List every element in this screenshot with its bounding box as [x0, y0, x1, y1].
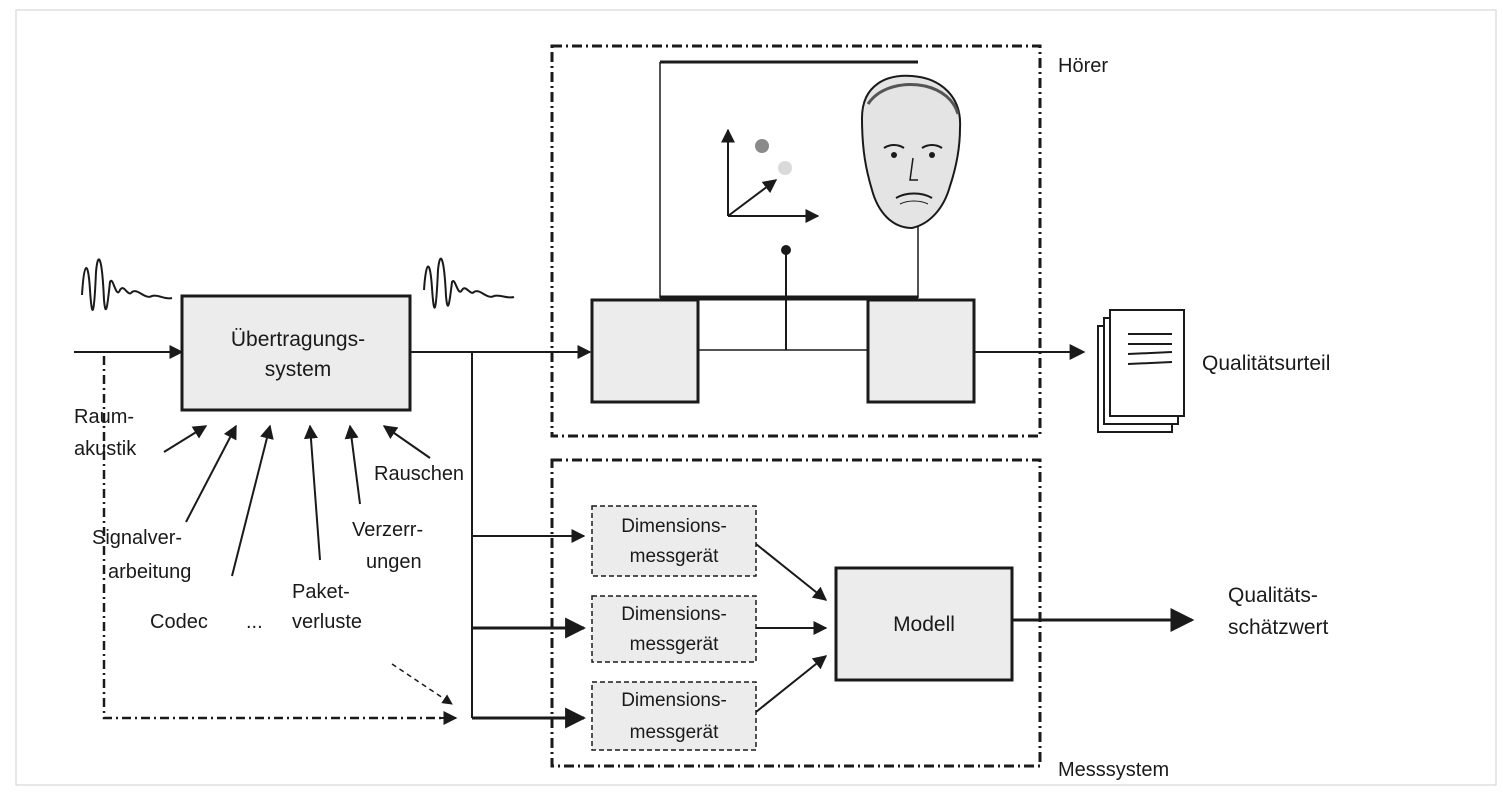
meter-3-to-model	[755, 655, 828, 713]
input-waveform	[81, 258, 173, 311]
dimension-meter-2: Dimensions- messgerät	[591, 595, 757, 663]
label-verzerr-1: Verzerr-	[352, 519, 423, 541]
system-label-2: system	[265, 358, 332, 381]
measurement-label: Messsystem	[1058, 759, 1169, 781]
dimension-meter-3: Dimensions- messgerät	[591, 681, 757, 751]
estimate-label-2: schätzwert	[1228, 616, 1329, 639]
label-rauschen: Rauschen	[374, 463, 464, 485]
label-verzerr-2: ungen	[366, 551, 422, 573]
listener-frame	[550, 44, 1042, 438]
meter-3-line1: Dimensions-	[621, 690, 727, 711]
estimate-label-1: Qualitäts-	[1228, 584, 1318, 607]
reference-path	[102, 356, 454, 720]
transmission-system-block	[180, 294, 412, 412]
meter-2-line1: Dimensions-	[621, 604, 727, 625]
label-signal-2: arbeitung	[108, 561, 191, 583]
measurement-frame	[550, 458, 1042, 768]
ear-block-left	[590, 298, 700, 404]
meter-3-line2: messgerät	[630, 722, 719, 743]
perception-point-light	[778, 161, 792, 175]
label-raum-2: akustik	[74, 438, 137, 460]
arrow-paketverluste	[303, 424, 321, 561]
dimension-meter-1: Dimensions- messgerät	[591, 505, 757, 577]
label-paket-1: Paket-	[292, 581, 350, 603]
figure-border	[15, 9, 1497, 786]
system-label-1: Übertragungs-	[231, 328, 365, 351]
arrow-verzerrungen	[344, 424, 361, 505]
center-node	[781, 245, 791, 255]
listener-face-icon	[860, 74, 962, 230]
model-block	[834, 566, 1014, 682]
meter-1-to-model	[755, 543, 828, 601]
axis-diagonal	[727, 179, 778, 217]
document-stack-icon	[1097, 309, 1185, 433]
arrow-rauschen	[382, 425, 431, 459]
model-label: Modell	[893, 613, 955, 636]
label-paket-2: verluste	[292, 611, 362, 633]
arrow-raumakustik	[163, 425, 208, 453]
meter-1-line2: messgerät	[630, 546, 719, 567]
listener-label: Hörer	[1058, 55, 1108, 77]
label-signal-1: Signalver-	[92, 527, 182, 549]
label-ellipsis: ...	[246, 611, 263, 633]
label-raum-1: Raum-	[74, 406, 134, 428]
quality-judgment-label: Qualitätsurteil	[1202, 352, 1330, 375]
arrow-codec	[231, 424, 274, 577]
arrow-signalverarbeitung	[185, 424, 237, 523]
output-waveform	[423, 257, 515, 309]
label-codec: Codec	[150, 611, 208, 633]
meter-1-line1: Dimensions-	[621, 516, 727, 537]
ear-block-right	[866, 298, 976, 404]
dotted-arrow	[391, 663, 453, 705]
meter-2-line2: messgerät	[630, 634, 719, 655]
perception-point-dark	[755, 139, 769, 153]
